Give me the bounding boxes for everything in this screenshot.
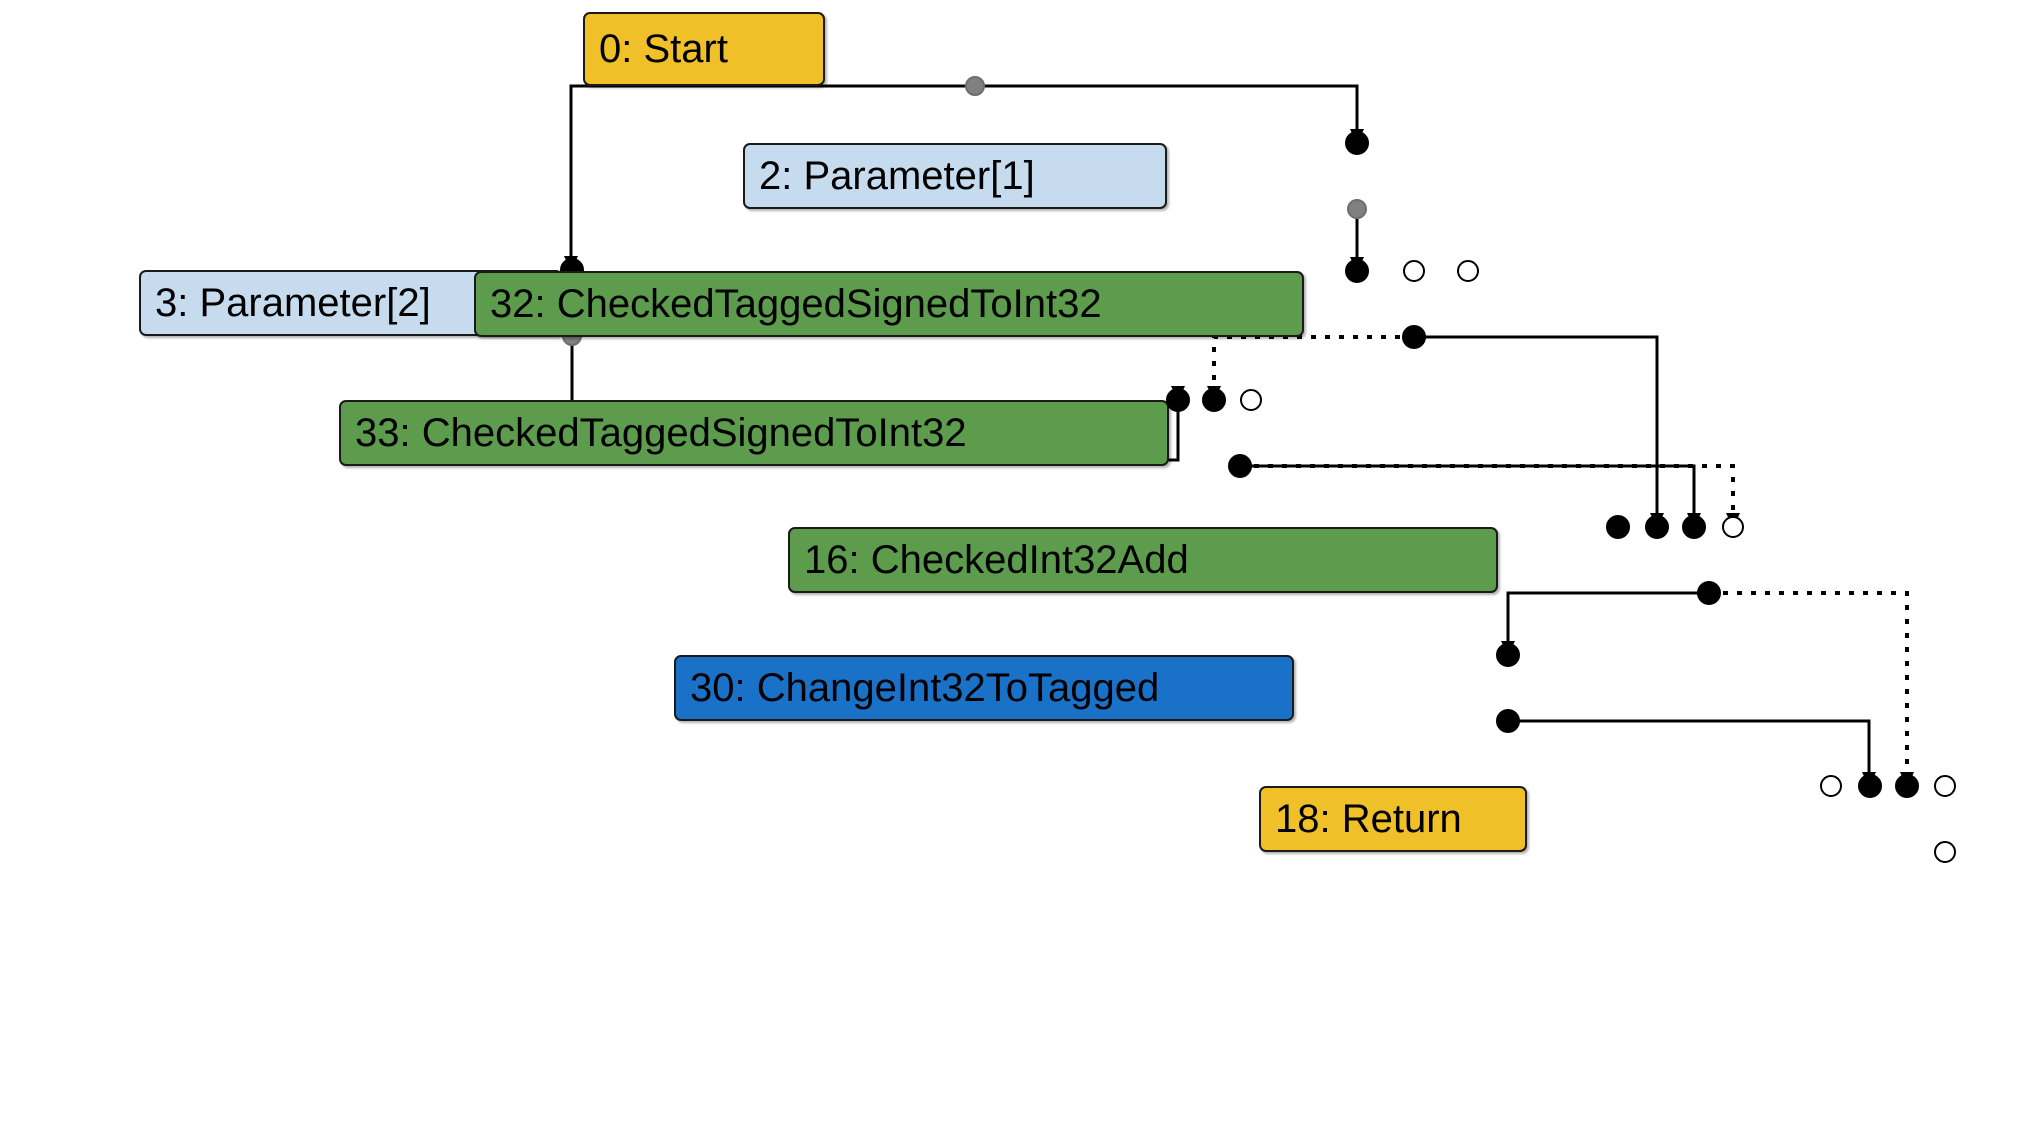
node-2-output-port-control[interactable]: [1347, 199, 1367, 219]
graph-node-0[interactable]: 0: Start: [583, 12, 825, 86]
node-32-input-port-value-empty[interactable]: [1457, 260, 1479, 282]
node-16-input-port-value-connected[interactable]: [1682, 515, 1706, 539]
node-18-input-port-value-connected[interactable]: [1895, 774, 1919, 798]
node-32-input-port-value-empty[interactable]: [1403, 260, 1425, 282]
node-2-input-port-value-connected[interactable]: [1345, 131, 1369, 155]
node-16-input-port-value-empty[interactable]: [1722, 516, 1744, 538]
graph-node-30[interactable]: 30: ChangeInt32ToTagged: [674, 655, 1294, 721]
node-16-input-port-value-connected[interactable]: [1606, 515, 1630, 539]
node-16-output-port-value-connected[interactable]: [1697, 581, 1721, 605]
node-18-input-port-value-empty[interactable]: [1934, 775, 1956, 797]
node-32-output-port-value-connected[interactable]: [1402, 325, 1426, 349]
graph-node-label: 2: Parameter[1]: [759, 154, 1035, 198]
graph-node-label: 30: ChangeInt32ToTagged: [690, 666, 1160, 710]
node-30-output-port-value-connected[interactable]: [1496, 709, 1520, 733]
node-32-input-port-value-connected[interactable]: [1345, 259, 1369, 283]
node-33-input-port-value-connected[interactable]: [1202, 388, 1226, 412]
node-18-output-port-value-empty[interactable]: [1934, 841, 1956, 863]
graph-node-33[interactable]: 33: CheckedTaggedSignedToInt32: [339, 400, 1169, 466]
graph-node-label: 32: CheckedTaggedSignedToInt32: [490, 282, 1102, 326]
graph-node-32[interactable]: 32: CheckedTaggedSignedToInt32: [474, 271, 1304, 337]
node-33-output-port-value-connected[interactable]: [1228, 454, 1252, 478]
node-30-input-port-value-connected[interactable]: [1496, 643, 1520, 667]
node-16-input-port-value-connected[interactable]: [1645, 515, 1669, 539]
node-18-input-port-value-connected[interactable]: [1858, 774, 1882, 798]
node-0-output-port-control[interactable]: [965, 76, 985, 96]
graph-node-16[interactable]: 16: CheckedInt32Add: [788, 527, 1498, 593]
graph-node-18[interactable]: 18: Return: [1259, 786, 1527, 852]
graph-node-label: 18: Return: [1275, 797, 1462, 841]
graph-node-label: 16: CheckedInt32Add: [804, 538, 1189, 582]
graph-node-label: 0: Start: [599, 27, 728, 71]
node-33-input-port-value-empty[interactable]: [1240, 389, 1262, 411]
node-18-input-port-value-empty[interactable]: [1820, 775, 1842, 797]
graph-node-2[interactable]: 2: Parameter[1]: [743, 143, 1167, 209]
graph-node-label: 33: CheckedTaggedSignedToInt32: [355, 411, 967, 455]
node-33-input-port-value-connected[interactable]: [1166, 388, 1190, 412]
graph-node-label: 3: Parameter[2]: [155, 281, 431, 325]
